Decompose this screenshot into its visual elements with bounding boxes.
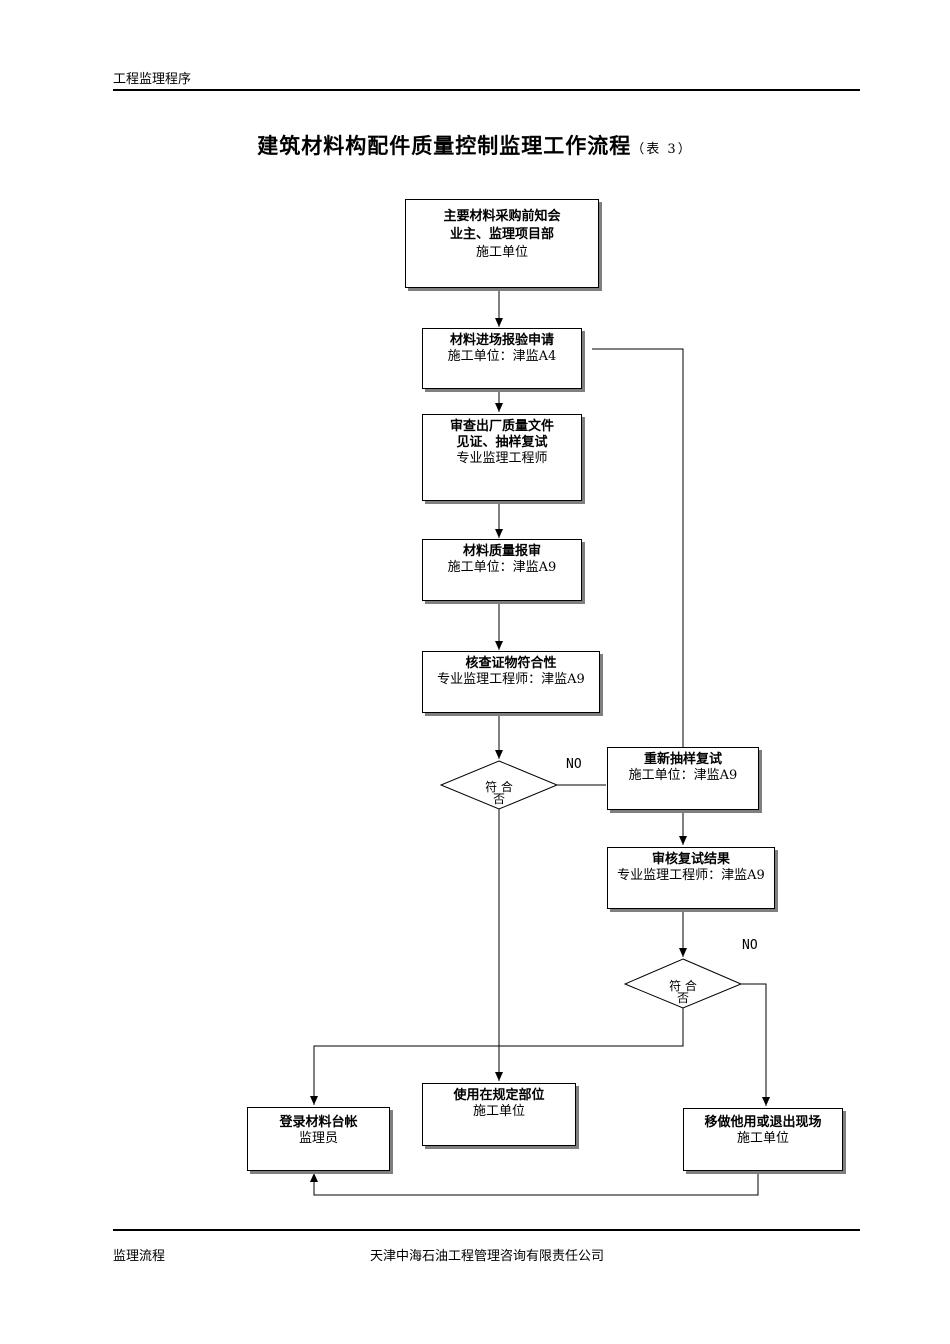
footer-company: 天津中海石油工程管理咨询有限责任公司: [370, 1249, 605, 1264]
node-resample-retest: 重新抽样复试 施工单位：津监A9: [607, 747, 759, 810]
node-remove-material: 移做他用或退出现场 施工单位: [683, 1108, 843, 1171]
node-review-documents-line3: 专业监理工程师: [456, 451, 548, 466]
node-material-ledger-line2: 监理员: [298, 1131, 338, 1146]
decision-2-label: 符 合 否: [643, 978, 723, 1006]
node-material-ledger-line1: 登录材料台帐: [279, 1115, 358, 1130]
decision-1: [439, 760, 559, 810]
node-entry-application: 材料进场报验申请 施工单位：津监A4: [422, 328, 582, 389]
title-suffix: （表 3）: [631, 142, 693, 157]
node-notify-owner-line3: 施工单位: [475, 245, 528, 260]
edge-d2-n10: [741, 983, 770, 1106]
node-resample-retest-line1: 重新抽样复试: [643, 752, 722, 767]
node-verify-conformity-line2: 专业监理工程师：津监A9: [437, 672, 585, 687]
decision-1-line2: 否: [492, 792, 505, 806]
title-main: 建筑材料构配件质量控制监理工作流程: [257, 133, 632, 158]
decision-1-label: 符 合 否: [459, 779, 539, 807]
node-remove-material-line2: 施工单位: [736, 1131, 789, 1146]
edge-label-no-2: NO: [742, 938, 758, 953]
node-review-documents-line2: 见证、抽样复试: [456, 435, 548, 450]
page-title: 建筑材料构配件质量控制监理工作流程（表 3）: [0, 130, 950, 160]
node-use-location-line2: 施工单位: [472, 1104, 525, 1119]
edge-d2-n8: [310, 1008, 684, 1105]
node-resample-retest-line2: 施工单位：津监A9: [628, 768, 738, 783]
header-rule: [113, 89, 860, 91]
node-review-retest-line2: 专业监理工程师：津监A9: [617, 868, 765, 883]
node-quality-report-line1: 材料质量报审: [462, 544, 541, 559]
footer-rule: [113, 1229, 860, 1231]
node-quality-report-line2: 施工单位：津监A9: [447, 560, 557, 575]
node-quality-report: 材料质量报审 施工单位：津监A9: [422, 539, 582, 601]
node-verify-conformity-line1: 核查证物符合性: [465, 656, 557, 671]
header-text: 工程监理程序: [113, 72, 192, 87]
node-use-location-line1: 使用在规定部位: [453, 1088, 545, 1103]
node-verify-conformity: 核查证物符合性 专业监理工程师：津监A9: [422, 651, 600, 713]
edge-n10-n8: [310, 1171, 759, 1196]
decision-2: [623, 958, 743, 1009]
footer-left: 监理流程: [113, 1249, 166, 1264]
node-notify-owner: 主要材料采购前知会 业主、监理项目部 施工单位: [405, 199, 599, 288]
node-entry-application-line1: 材料进场报验申请: [449, 333, 554, 348]
decision-1-line1: 符 合: [485, 780, 513, 794]
node-notify-owner-line2: 业主、监理项目部: [449, 227, 554, 242]
node-review-retest-line1: 审核复试结果: [651, 852, 730, 867]
node-remove-material-line1: 移做他用或退出现场: [704, 1115, 822, 1130]
edge-n6-n2: [592, 348, 684, 747]
edge-label-no-1: NO: [566, 757, 582, 772]
node-review-retest: 审核复试结果 专业监理工程师：津监A9: [607, 847, 775, 909]
node-review-documents-line1: 审查出厂质量文件: [449, 419, 554, 434]
decision-2-line1: 符 合: [669, 979, 697, 993]
node-use-location: 使用在规定部位 施工单位: [422, 1083, 576, 1146]
node-notify-owner-line1: 主要材料采购前知会: [443, 209, 561, 224]
node-entry-application-line2: 施工单位：津监A4: [447, 349, 557, 364]
node-material-ledger: 登录材料台帐 监理员: [247, 1107, 390, 1171]
node-review-documents: 审查出厂质量文件 见证、抽样复试 专业监理工程师: [422, 414, 582, 501]
decision-2-line2: 否: [676, 991, 689, 1005]
